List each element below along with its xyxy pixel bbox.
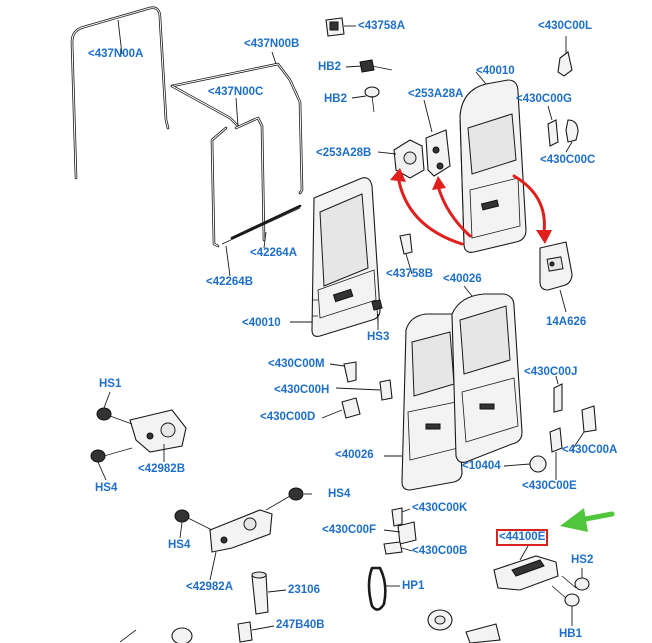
callout-430c00h[interactable]: <430C00H — [274, 384, 330, 396]
plug-10404 — [529, 455, 547, 473]
clip-430c00g — [547, 119, 559, 147]
clip-430c00j — [553, 383, 563, 413]
callout-430c00j[interactable]: <430C00J — [524, 366, 578, 378]
callout-42982b[interactable]: <42982B — [138, 463, 185, 475]
red-arrowheads — [390, 168, 552, 244]
lock-14a626 — [539, 241, 573, 291]
callout-430c00k[interactable]: <430C00K — [412, 502, 468, 514]
callout-253a28b[interactable]: <253A28B — [316, 147, 372, 159]
rear-door-40010-left — [311, 177, 381, 337]
callout-hs4-b[interactable]: HS4 — [328, 488, 351, 500]
screw-hs3 — [371, 299, 383, 325]
screw-hs4-a — [90, 447, 133, 463]
callout-437n00b[interactable]: <437N00B — [244, 38, 300, 50]
part-247b40b — [237, 621, 253, 643]
clip-430c00d — [341, 397, 361, 419]
rear-door-40010-right — [459, 79, 527, 253]
callout-42264a[interactable]: <42264A — [250, 247, 297, 259]
grommet-hp1 — [367, 566, 387, 611]
bottom-left-part — [119, 627, 193, 643]
screw-hs2 — [561, 575, 590, 591]
callout-430c00l[interactable]: <430C00L — [538, 20, 593, 32]
grommet-bottom — [427, 609, 453, 631]
callout-23106[interactable]: 23106 — [288, 584, 320, 596]
clip-430c00h — [379, 379, 393, 401]
callout-44100e[interactable]: <44100E — [495, 529, 549, 546]
seal-437n00b — [170, 62, 304, 195]
callout-40010-b[interactable]: <40010 — [476, 65, 515, 77]
hinge-42982a — [209, 509, 273, 553]
rear-door-40026-left — [401, 313, 463, 491]
callout-430c00c[interactable]: <430C00C — [540, 154, 596, 166]
screw-hs1 — [96, 407, 133, 425]
bumper-43758a — [325, 17, 345, 37]
callout-430c00m[interactable]: <430C00M — [268, 358, 325, 370]
bottom-right-part — [465, 623, 501, 643]
callout-42264b[interactable]: <42264B — [206, 276, 253, 288]
callout-42982a[interactable]: <42982A — [186, 581, 233, 593]
callout-hb2-a[interactable]: HB2 — [318, 61, 342, 73]
callout-hb1[interactable]: HB1 — [559, 628, 583, 640]
callout-hp1[interactable]: HP1 — [402, 580, 425, 592]
callout-14a626[interactable]: 14A626 — [546, 316, 587, 328]
bolt-hb2-top — [359, 59, 393, 73]
callout-430c00f[interactable]: <430C00F — [322, 524, 377, 536]
callout-10404[interactable]: <10404 — [462, 460, 501, 472]
callout-hs4-c[interactable]: HS4 — [168, 539, 191, 551]
callout-43758a[interactable]: <43758A — [358, 20, 405, 32]
bolt-hb2-lower — [364, 86, 380, 113]
callout-hs3[interactable]: HS3 — [367, 331, 390, 343]
seal-437n00a — [70, 6, 170, 180]
callout-430c00b[interactable]: <430C00B — [412, 545, 468, 557]
callout-40010-a[interactable]: <40010 — [242, 317, 281, 329]
clip-430c00m — [343, 361, 357, 383]
callout-hs4-a[interactable]: HS4 — [95, 482, 118, 494]
callout-253a28a[interactable]: <253A28A — [408, 88, 464, 100]
callout-430c00a[interactable]: <430C00A — [562, 444, 618, 456]
clip-430c00e — [549, 427, 563, 453]
callout-430c00e[interactable]: <430C00E — [522, 480, 577, 492]
callout-437n00c[interactable]: <437N00C — [208, 86, 264, 98]
callout-430c00g[interactable]: <430C00G — [516, 93, 572, 105]
screw-hb1 — [551, 585, 580, 607]
hinge-253a28a — [425, 129, 451, 177]
clip-430c00b — [383, 541, 403, 555]
hinge-42982b — [129, 409, 187, 453]
clip-430c00l — [557, 51, 573, 77]
clip-430c00a — [581, 405, 597, 433]
red-arrows — [396, 174, 546, 246]
clip-430c00c — [565, 119, 579, 143]
hinge-253a28b — [393, 139, 425, 179]
callout-437n00a[interactable]: <437N00A — [88, 48, 144, 60]
callout-247b40b[interactable]: 247B40B — [276, 619, 325, 631]
callout-430c00d[interactable]: <430C00D — [260, 411, 316, 423]
rear-door-40026-right — [451, 293, 523, 463]
callout-hs2[interactable]: HS2 — [571, 554, 594, 566]
seal-42264 — [221, 204, 302, 245]
bumper-43758b — [399, 233, 413, 255]
callout-40026-b[interactable]: <40026 — [335, 449, 374, 461]
seal-437n00c — [210, 116, 266, 248]
callout-hs1[interactable]: HS1 — [99, 378, 122, 390]
clip-430c00k — [391, 507, 403, 527]
callout-hb2-b[interactable]: HB2 — [324, 93, 348, 105]
leader-lines — [97, 19, 585, 631]
clip-430c00f — [397, 521, 417, 545]
callout-40026-a[interactable]: <40026 — [443, 273, 482, 285]
screw-hs4-c — [174, 509, 213, 531]
callout-43758b[interactable]: <43758B — [386, 268, 433, 280]
screw-hs4-b — [265, 487, 304, 511]
handle-44100e — [493, 555, 559, 591]
green-arrow — [560, 508, 615, 532]
cylinder-23106 — [251, 571, 269, 615]
